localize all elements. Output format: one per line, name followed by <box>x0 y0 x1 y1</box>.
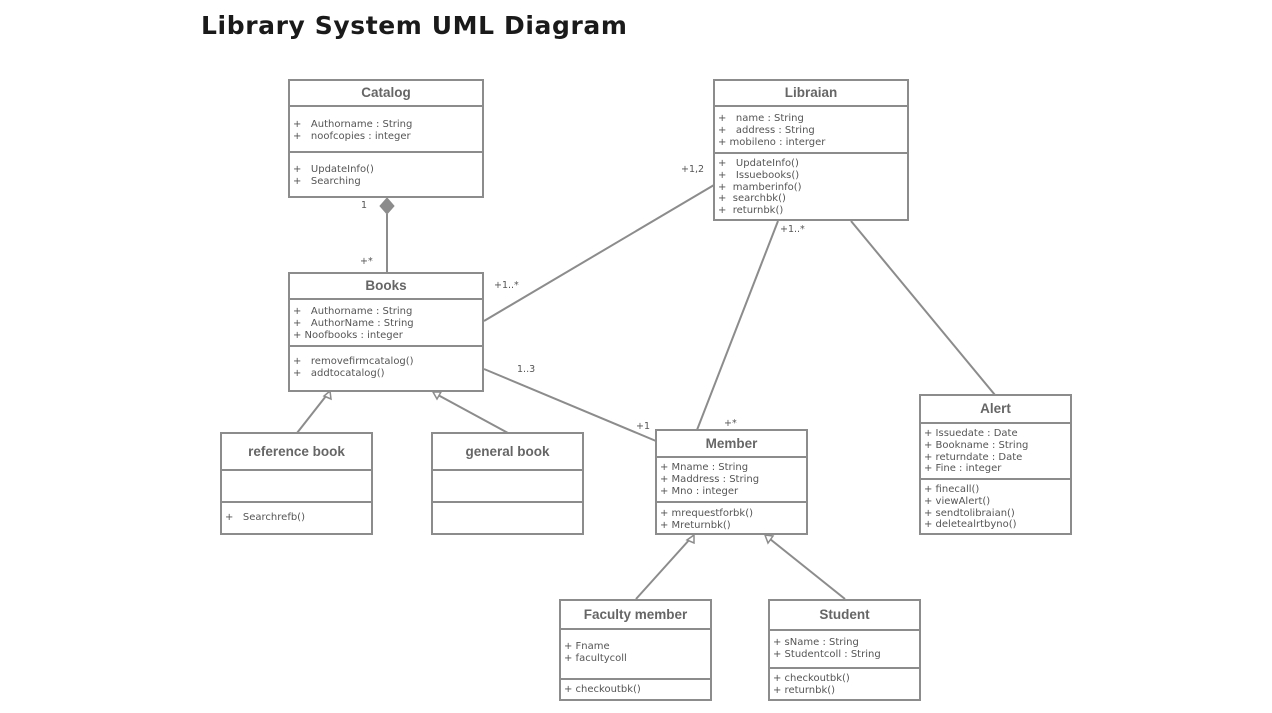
attribute: + facultycoll <box>564 652 627 664</box>
class-name: Alert <box>921 396 1070 424</box>
attribute: + Authorname : String <box>293 306 413 317</box>
class-name: Student <box>770 601 919 631</box>
methods-section: + checkoutbk() <box>561 680 710 696</box>
methods-section <box>433 503 582 509</box>
generalization-student-member <box>769 538 846 600</box>
method: + returnbk() <box>773 684 836 696</box>
methods-section: + UpdateInfo() + Issuebooks() + mamberin… <box>715 154 907 217</box>
class-faculty-member[interactable]: Faculty member + Fname + facultycoll + c… <box>559 599 712 701</box>
generalization-arrowhead <box>431 391 443 401</box>
method: + sendtolibraian() <box>924 507 1015 519</box>
attributes-section: + name : String + address : String + mob… <box>715 107 907 154</box>
attribute: + returndate : Date <box>924 451 1023 463</box>
attribute: + address : String <box>718 124 815 136</box>
method: + Issuebooks() <box>718 169 800 181</box>
generalization-reference-books <box>296 395 327 434</box>
attribute: + Authorname : String <box>293 119 413 130</box>
class-name: Libraian <box>715 81 907 107</box>
method: + UpdateInfo() <box>718 158 799 169</box>
association-books-member <box>483 368 657 442</box>
method: + Searching <box>293 175 361 187</box>
class-books[interactable]: Books + Authorname : String + AuthorName… <box>288 272 484 392</box>
multiplicity-label: +1..* <box>780 224 805 235</box>
composition-diamond <box>379 197 395 215</box>
attributes-section <box>433 471 582 503</box>
method: + mrequestforbk() <box>660 508 754 519</box>
method: + finecall() <box>924 484 980 495</box>
class-name: Member <box>657 431 806 458</box>
methods-section: + finecall() + viewAlert() + sendtolibra… <box>921 480 1070 531</box>
class-general-book[interactable]: general book <box>431 432 584 535</box>
class-name: general book <box>433 434 582 471</box>
association-libraian-member <box>696 220 779 431</box>
attribute: + Fine : integer <box>924 463 1002 475</box>
multiplicity-label: 1 <box>361 200 368 211</box>
methods-section: + Searchrefb() <box>222 503 371 524</box>
attribute: + Maddress : String <box>660 473 760 485</box>
method: + Mreturnbk() <box>660 519 731 531</box>
multiplicity-label: +* <box>360 256 373 267</box>
attribute: + Studentcoll : String <box>773 648 881 660</box>
attribute: + Issuedate : Date <box>924 428 1018 439</box>
method: + viewAlert() <box>924 495 991 507</box>
method: + deletealrtbyno() <box>924 519 1017 531</box>
method: + checkoutbk() <box>773 673 850 684</box>
generalization-general-books <box>437 394 509 434</box>
class-name: Catalog <box>290 81 482 107</box>
attribute: + Noofbooks : integer <box>293 329 403 341</box>
association-libraian-books <box>483 184 715 322</box>
attributes-section: + Issuedate : Date + Bookname : String +… <box>921 424 1070 480</box>
class-name: reference book <box>222 434 371 471</box>
method: + removefirmcatalog() <box>293 356 414 367</box>
class-student[interactable]: Student + sName : String + Studentcoll :… <box>768 599 921 701</box>
multiplicity-label: +1..* <box>494 280 519 291</box>
methods-section: + UpdateInfo() + Searching <box>290 153 482 188</box>
class-reference-book[interactable]: reference book + Searchrefb() <box>220 432 373 535</box>
attribute: + name : String <box>718 113 804 124</box>
attribute: + noofcopies : integer <box>293 130 411 142</box>
class-catalog[interactable]: Catalog + Authorname : String + noofcopi… <box>288 79 484 198</box>
class-alert[interactable]: Alert + Issuedate : Date + Bookname : St… <box>919 394 1072 535</box>
attribute: + mobileno : interger <box>718 136 826 148</box>
generalization-arrowhead <box>685 533 695 545</box>
method: + returnbk() <box>718 205 784 217</box>
attribute: + AuthorName : String <box>293 317 414 329</box>
class-member[interactable]: Member + Mname : String + Maddress : Str… <box>655 429 808 535</box>
page-title: Library System UML Diagram <box>201 11 628 40</box>
attribute: + Bookname : String <box>924 439 1029 451</box>
multiplicity-label: +1 <box>636 421 651 432</box>
method: + Searchrefb() <box>225 512 305 523</box>
methods-section: + removefirmcatalog() + addtocatalog() <box>290 347 482 380</box>
attributes-section: + sName : String + Studentcoll : String <box>770 631 919 669</box>
class-libraian[interactable]: Libraian + name : String + address : Str… <box>713 79 909 221</box>
multiplicity-label: 1..3 <box>517 364 536 375</box>
generalization-arrowhead <box>763 534 775 545</box>
method: + checkoutbk() <box>564 684 641 695</box>
attributes-section: + Fname + facultycoll <box>561 630 710 680</box>
method: + searchbk() <box>718 193 786 205</box>
class-name: Faculty member <box>561 601 710 630</box>
association-libraian-alert <box>850 220 996 396</box>
class-name: Books <box>290 274 482 300</box>
attributes-section: + Authorname : String + noofcopies : int… <box>290 107 482 153</box>
method: + UpdateInfo() <box>293 164 374 175</box>
method: + mamberinfo() <box>718 181 802 193</box>
attribute: + Fname <box>564 641 610 652</box>
method: + addtocatalog() <box>293 367 385 379</box>
generalization-arrowhead <box>322 389 332 401</box>
attribute: + Mno : integer <box>660 485 739 497</box>
methods-section: + checkoutbk() + returnbk() <box>770 669 919 697</box>
attributes-section <box>222 471 371 503</box>
attribute: + Mname : String <box>660 462 749 473</box>
methods-section: + mrequestforbk() + Mreturnbk() <box>657 503 806 532</box>
attribute: + sName : String <box>773 637 859 648</box>
attributes-section: + Mname : String + Maddress : String + M… <box>657 458 806 503</box>
multiplicity-label: +1,2 <box>681 164 705 175</box>
multiplicity-label: +* <box>724 418 737 429</box>
generalization-faculty-member <box>635 538 691 600</box>
attributes-section: + Authorname : String + AuthorName : Str… <box>290 300 482 347</box>
